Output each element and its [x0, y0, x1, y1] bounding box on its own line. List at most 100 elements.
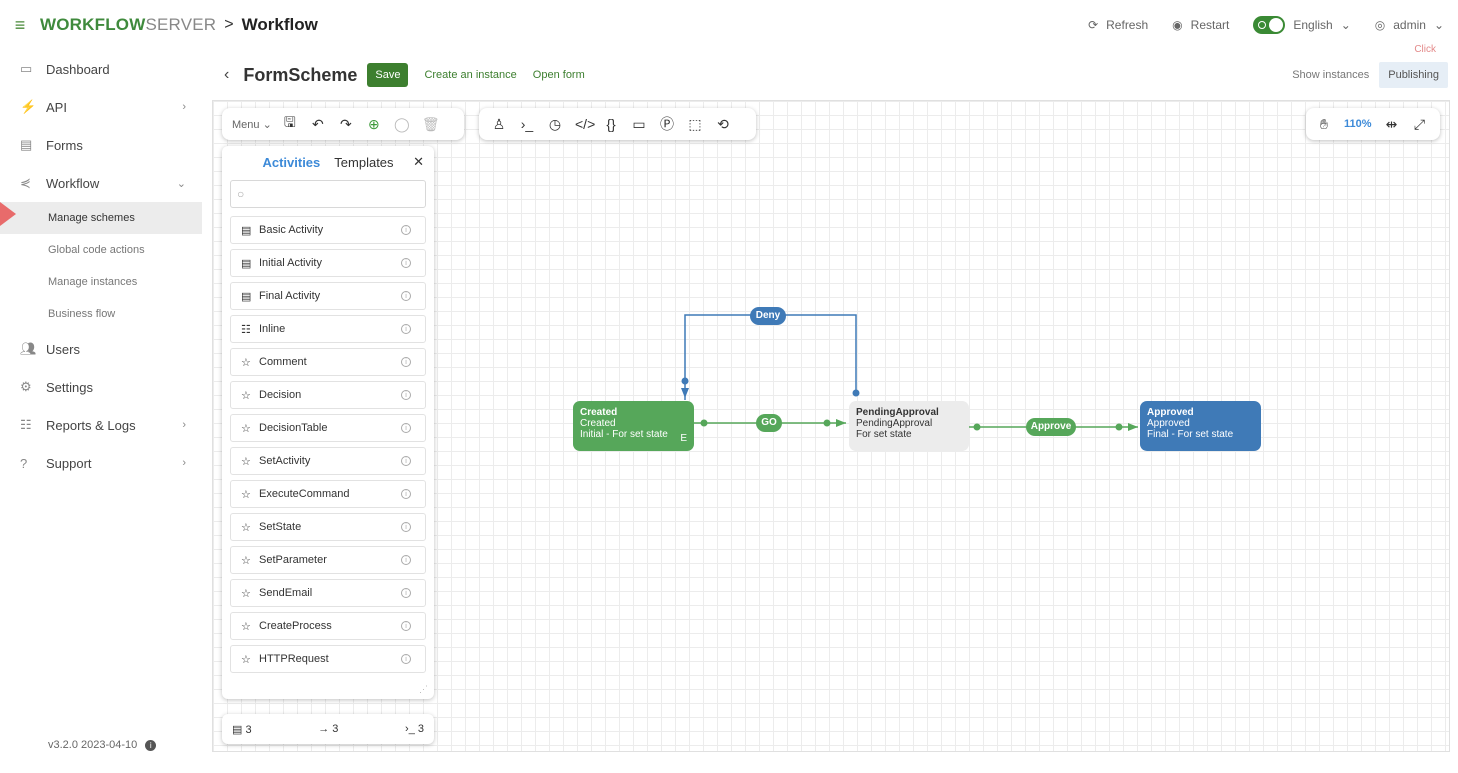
- comments-icon[interactable]: ▭: [632, 115, 646, 132]
- fit-width-icon[interactable]: ⇹: [1385, 115, 1398, 132]
- sidebar-subitem-manage-instances[interactable]: Manage instances: [48, 276, 138, 288]
- activity-item-label: Final Activity: [259, 290, 321, 302]
- save-button[interactable]: Save: [367, 63, 409, 87]
- menu-dropdown[interactable]: Menu ⌄: [232, 118, 272, 131]
- tab-activities[interactable]: Activities: [262, 154, 321, 170]
- info-icon[interactable]: i: [401, 291, 411, 301]
- activity-search-input[interactable]: ○: [230, 180, 426, 208]
- info-icon[interactable]: i: [401, 258, 411, 268]
- process-info-icon[interactable]: Ⓟ: [660, 116, 674, 132]
- info-icon[interactable]: i: [401, 621, 411, 631]
- code-actions-icon[interactable]: </>: [575, 116, 596, 132]
- resize-handle-icon[interactable]: ⋰: [419, 684, 428, 694]
- close-icon[interactable]: ✕: [413, 154, 424, 169]
- back-chevron-icon[interactable]: ‹: [224, 66, 230, 83]
- show-instances-link[interactable]: Show instances: [1292, 69, 1370, 81]
- info-icon[interactable]: i: [401, 489, 411, 499]
- sidebar-item-api[interactable]: ⚡ API ›: [0, 88, 202, 126]
- sidebar-item-settings[interactable]: ⚙ Settings: [0, 368, 202, 406]
- selection-icon[interactable]: ⬚: [688, 115, 702, 132]
- undo-icon[interactable]: ↶: [311, 115, 324, 132]
- sidebar-subitem-global-code-actions[interactable]: Global code actions: [48, 244, 145, 256]
- language-selector[interactable]: English ⌄: [1253, 16, 1351, 34]
- sidebar-item-dashboard[interactable]: ▭ Dashboard: [0, 50, 202, 88]
- activities-panel: Activities Templates ✕ ○ ▤Basic Activity…: [222, 146, 434, 699]
- sidebar-item-users[interactable]: 👥︎ Users: [0, 330, 202, 368]
- sidebar-subitem-business-flow[interactable]: Business flow: [48, 308, 116, 320]
- brand-logo[interactable]: WORKFLOWSERVER: [40, 15, 216, 35]
- node-state: Created: [580, 418, 616, 429]
- publishing-button[interactable]: Publishing: [1379, 62, 1448, 88]
- info-icon[interactable]: i: [401, 456, 411, 466]
- chevron-right-icon: ›: [182, 457, 186, 469]
- toggle-icon[interactable]: ◯: [393, 115, 410, 132]
- node-state: PendingApproval: [856, 418, 933, 429]
- hamburger-menu-icon[interactable]: ≡: [14, 14, 26, 35]
- add-activity-icon[interactable]: ⊕: [367, 115, 380, 132]
- sidebar-subitem-manage-schemes[interactable]: Manage schemes: [0, 202, 202, 234]
- header-right: Show instances Publishing: [1292, 62, 1448, 88]
- parameters-icon[interactable]: {}: [606, 116, 616, 132]
- activity-node-created[interactable]: Created Created Initial - For set state …: [573, 401, 694, 451]
- open-form-link[interactable]: Open form: [532, 69, 585, 81]
- theme-toggle[interactable]: [1253, 16, 1286, 34]
- panel-tabs: Activities Templates ✕: [222, 146, 434, 178]
- delete-icon[interactable]: 🗑︎: [421, 115, 440, 132]
- actors-icon[interactable]: ♙: [492, 115, 506, 132]
- user-avatar-icon: ◎: [1374, 18, 1386, 32]
- node-desc: Initial - For set state: [580, 429, 668, 440]
- info-icon[interactable]: i: [401, 522, 411, 532]
- history-icon[interactable]: ⟲: [717, 115, 729, 132]
- redo-icon[interactable]: ↷: [339, 115, 352, 132]
- activity-count-value: 3: [245, 723, 252, 736]
- transition-label-go[interactable]: GO: [756, 414, 782, 432]
- commands-icon[interactable]: ›_: [520, 116, 534, 132]
- node-desc: For set state: [856, 429, 912, 440]
- sidebar-item-label: Support: [46, 455, 92, 471]
- info-icon[interactable]: i: [401, 423, 411, 433]
- hand-pan-icon[interactable]: ✋︎: [1320, 115, 1328, 132]
- sidebar-item-reports-logs[interactable]: ☷ Reports & Logs ›: [0, 406, 202, 444]
- info-icon[interactable]: i: [401, 225, 411, 235]
- transition-label-approve[interactable]: Approve: [1026, 418, 1076, 436]
- activity-node-pending-approval[interactable]: PendingApproval PendingApproval For set …: [849, 401, 969, 451]
- info-icon[interactable]: i: [401, 555, 411, 565]
- refresh-button[interactable]: ⟳ Refresh: [1088, 18, 1148, 32]
- sidebar-item-forms[interactable]: ▤ Forms: [0, 126, 202, 164]
- user-menu[interactable]: ◎ admin ⌄: [1375, 18, 1444, 32]
- refresh-icon: ⟳: [1088, 18, 1099, 32]
- create-instance-link[interactable]: Create an instance: [424, 69, 517, 81]
- save-icon[interactable]: 🖫︎: [283, 114, 296, 130]
- timers-icon[interactable]: ◷: [548, 115, 562, 132]
- info-icon[interactable]: i: [401, 654, 411, 664]
- sidebar-item-support[interactable]: ? Support ›: [0, 444, 202, 482]
- info-icon[interactable]: i: [145, 739, 157, 751]
- transition-deny-line[interactable]: [684, 314, 857, 400]
- restart-button[interactable]: ◉ Restart: [1172, 18, 1229, 32]
- info-icon[interactable]: i: [401, 324, 411, 334]
- fullscreen-icon[interactable]: ⤢: [1413, 115, 1426, 132]
- sidebar-item-workflow[interactable]: ⋞ Workflow ⌄: [0, 164, 202, 202]
- transition-label-deny[interactable]: Deny: [750, 307, 786, 325]
- info-icon[interactable]: i: [401, 357, 411, 367]
- info-icon[interactable]: i: [401, 390, 411, 400]
- zoom-level[interactable]: 110%: [1344, 118, 1372, 130]
- tab-templates[interactable]: Templates: [334, 154, 394, 170]
- activity-node-approved[interactable]: Approved Approved Final - For set state: [1140, 401, 1261, 451]
- info-icon[interactable]: i: [401, 588, 411, 598]
- scheme-stats: ▤ 3 → 3 ›_ 3: [222, 714, 434, 744]
